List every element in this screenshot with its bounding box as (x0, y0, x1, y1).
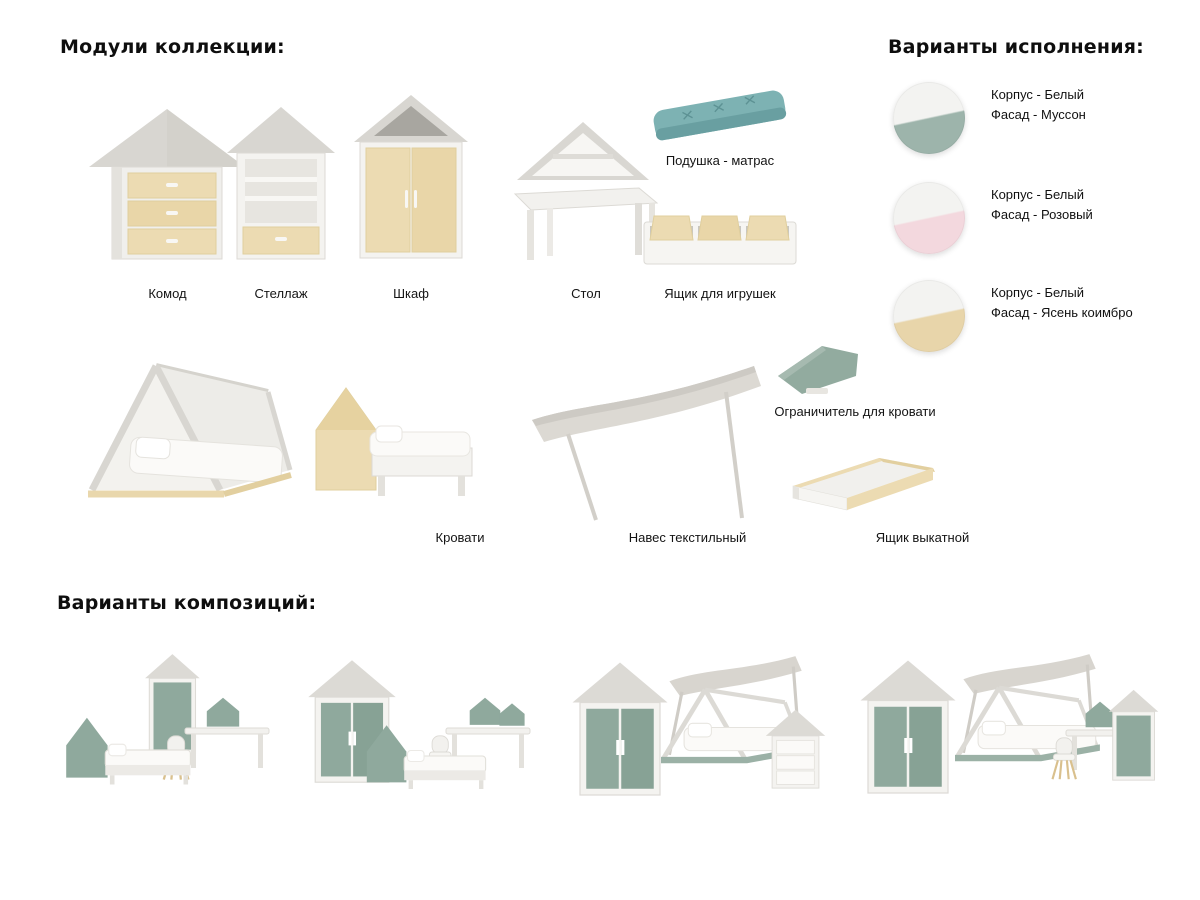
modules-heading: Модули коллекции: (60, 36, 285, 58)
wardrobe-label: Шкаф (393, 286, 429, 301)
variant-facade-label: Фасад - Ясень коимбро (991, 305, 1133, 321)
desk-illustration (513, 122, 659, 260)
variant-pink: Корпус - Белый Фасад - Розовый (893, 182, 1093, 254)
cushion-illustration (653, 90, 787, 141)
musson-color-swatch (893, 82, 965, 154)
variant-facade-label: Фасад - Муссон (991, 107, 1086, 123)
shelf-illustration (226, 107, 335, 260)
pink-color-swatch (893, 182, 965, 254)
toybox-label: Ящик для игрушек (664, 286, 776, 301)
shelf-label: Стеллаж (254, 286, 308, 301)
module-shelf: Стеллаж (221, 103, 341, 301)
composition-3-illustration (562, 646, 827, 811)
dresser-label: Комод (148, 286, 187, 301)
variants-heading: Варианты исполнения: (888, 36, 1144, 58)
wardrobe-illustration (354, 95, 468, 259)
bed-limiter-illustration (772, 340, 867, 409)
dresser-illustration (89, 109, 245, 260)
variant-corpus-label: Корпус - Белый (991, 187, 1084, 202)
composition-4-illustration (852, 646, 1162, 811)
toybox-illustration (643, 215, 797, 265)
module-toybox: Ящик для игрушек (640, 200, 800, 301)
desk-label: Стол (571, 286, 601, 301)
module-dresser: Комод (85, 105, 250, 301)
canopy-label: Навес текстильный (628, 530, 747, 545)
tent-bed-illustration (78, 342, 298, 515)
module-cushion: Подушка - матрас (640, 88, 800, 168)
compositions-heading: Варианты композиций: (57, 592, 317, 614)
variant-ash-coimbra: Корпус - Белый Фасад - Ясень коимбро (893, 280, 1133, 352)
module-desk: Стол (495, 118, 677, 301)
variant-corpus-label: Корпус - Белый (991, 285, 1084, 300)
drawer-label: Ящик выкатной (875, 530, 970, 545)
pullout-drawer-illustration (775, 450, 943, 523)
variant-musson: Корпус - Белый Фасад - Муссон (893, 82, 1086, 154)
variant-facade-label: Фасад - Розовый (991, 207, 1093, 223)
limiter-label: Ограничитель для кровати (774, 404, 936, 419)
ash-color-swatch (893, 280, 965, 352)
house-bed-illustration (298, 372, 478, 507)
variant-corpus-label: Корпус - Белый (991, 87, 1084, 102)
composition-2-illustration (296, 652, 536, 807)
canopy-illustration (518, 350, 773, 530)
composition-1-illustration (55, 648, 275, 808)
beds-label: Кровати (435, 530, 485, 545)
module-wardrobe: Шкаф (350, 92, 472, 301)
cushion-label: Подушка - матрас (665, 153, 775, 168)
